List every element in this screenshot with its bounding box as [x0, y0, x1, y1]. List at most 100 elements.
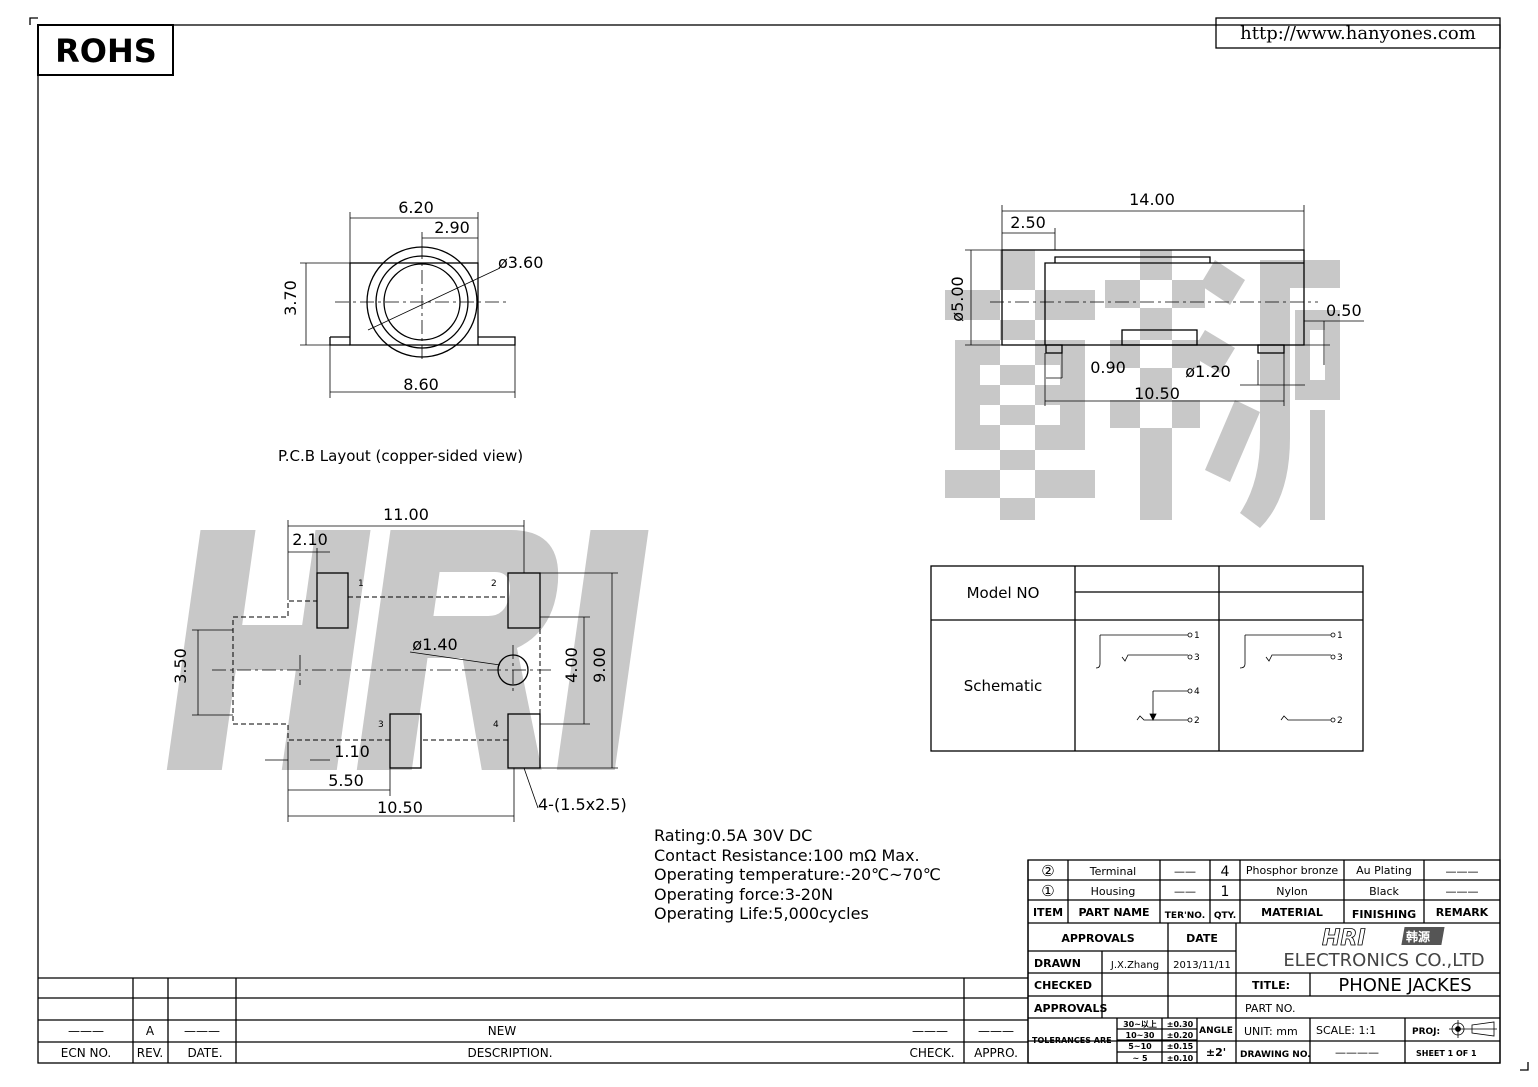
bom-header-item: ITEM [1033, 906, 1063, 919]
corner-mark [29, 17, 38, 25]
drawing-no: ———— [1335, 1046, 1379, 1059]
bom-material: Phosphor bronze [1246, 864, 1339, 877]
drawn-label: DRAWN [1034, 957, 1081, 970]
front-view: 6.20 2.90 ø3.60 3.70 8.60 [281, 198, 543, 398]
tol-value: ±0.10 [1167, 1054, 1194, 1063]
url-box [1215, 17, 1501, 49]
angle-label: ANGLE [1199, 1026, 1233, 1036]
bom-header-remark: REMARK [1436, 906, 1489, 919]
rohs-box [37, 24, 174, 76]
pcb-layout-title: P.C.B Layout (copper-sided view) [278, 447, 523, 465]
dim-label: 4-(1.5x2.5) [538, 795, 627, 814]
company-name: ELECTRONICS CO.,LTD [1283, 950, 1484, 971]
drawn-date: 2013/11/11 [1173, 960, 1231, 971]
bom-finishing: Black [1369, 885, 1399, 898]
revision-block: ——— A ——— NEW ——— ——— ECN NO. REV. DATE.… [38, 860, 1029, 1063]
tol-range: 30~以上 [1123, 1019, 1157, 1029]
pad-1 [316, 572, 349, 629]
bom-ter-no: —— [1174, 885, 1196, 898]
drawn-by: J.X.Zhang [1110, 960, 1159, 971]
dim-label: 8.60 [403, 375, 439, 394]
dim-label: 5.50 [328, 771, 364, 790]
dim-label: 3.70 [281, 280, 300, 316]
drawing-title: PHONE JACKES [1338, 975, 1471, 996]
approvals-header: APPROVALS [1061, 932, 1134, 945]
approvals-label: APPROVALS [1034, 1002, 1107, 1015]
rev-ecn: ——— [68, 1024, 104, 1038]
dim-label: 14.00 [1129, 190, 1175, 209]
tolerances-label: TOLERANCES ARE [1032, 1036, 1112, 1045]
scale: SCALE: 1:1 [1316, 1024, 1376, 1037]
pin-label: 1 [1337, 631, 1343, 641]
bom-item: ① [1041, 882, 1054, 900]
title-block: ② Terminal —— 4 Phosphor bronze Au Plati… [1027, 859, 1501, 1064]
dim-label: 9.00 [590, 647, 609, 683]
dim-label: ø5.00 [948, 276, 967, 321]
header-description: DESCRIPTION. [467, 1046, 552, 1060]
bom-header-ter-no: TER'NO. [1165, 911, 1205, 921]
projection-icon [1449, 1020, 1497, 1038]
pin-label: 2 [1194, 716, 1200, 726]
date-header: DATE [1186, 932, 1218, 945]
bom-ter-no: —— [1174, 865, 1196, 878]
bom-qty: 4 [1221, 864, 1230, 880]
bom-item: ② [1041, 862, 1054, 880]
bom-remark: ——— [1446, 885, 1479, 898]
schematic-b [1239, 632, 1336, 723]
watermark-brand [166, 530, 649, 770]
tol-value: ±0.30 [1167, 1020, 1194, 1029]
tol-value: ±0.15 [1167, 1042, 1194, 1051]
model-table: Model NO Schematic 1 3 4 2 1 3 2 [930, 565, 1364, 752]
pcb-layout: 11.00 2.10 ø1.40 3.50 4.00 9.00 1.10 5.5… [171, 505, 627, 822]
tol-range: 5~10 [1128, 1042, 1152, 1051]
schematic-a [1095, 632, 1193, 723]
dim-label: 0.50 [1326, 301, 1362, 320]
dim-label: 0.90 [1090, 358, 1126, 377]
company-logo: HRI 韩源 [1322, 926, 1445, 951]
bom-header-qty: QTY. [1214, 911, 1236, 921]
rev-description: NEW [488, 1024, 517, 1038]
website-url[interactable]: http://www.hanyones.com [1240, 23, 1476, 44]
header-ecn: ECN NO. [61, 1046, 112, 1060]
drawing-border [37, 24, 1501, 1064]
bom-header-material: MATERIAL [1261, 906, 1323, 919]
angle-value: ±2' [1206, 1046, 1226, 1059]
rev-check: ——— [912, 1024, 948, 1038]
rev-letter: A [146, 1024, 155, 1038]
rev-appro: ——— [978, 1024, 1014, 1038]
drawing-no-label: DRAWING NO. [1240, 1050, 1311, 1060]
pad-3 [389, 713, 422, 769]
spec-line: Operating temperature:-20℃~70℃ [654, 865, 941, 884]
dim-label: 3.50 [171, 648, 190, 684]
title-label: TITLE: [1252, 979, 1290, 992]
dim-label: 2.90 [434, 218, 470, 237]
dim-label: 2.50 [1010, 213, 1046, 232]
bom-finishing: Au Plating [1356, 864, 1412, 877]
pin-label: 1 [1194, 631, 1200, 641]
tol-range: ~ 5 [1132, 1054, 1147, 1063]
bom-part-name: Housing [1091, 885, 1136, 898]
pad-label: 2 [491, 579, 497, 589]
sheet: SHEET 1 OF 1 [1416, 1049, 1477, 1058]
rohs-label: ROHS [55, 32, 157, 70]
model-no-label: Model NO [967, 584, 1040, 602]
spec-line: Operating Life:5,000cycles [654, 904, 869, 923]
schematic-label: Schematic [964, 677, 1043, 695]
side-view: 14.00 2.50 ø5.00 0.50 0.90 ø1.20 10.50 [948, 190, 1364, 406]
bom-remark: ——— [1446, 865, 1479, 878]
dim-label: 4.00 [562, 647, 581, 683]
pad-label: 4 [493, 720, 499, 730]
unit: UNIT: mm [1244, 1025, 1298, 1038]
header-appro: APPRO. [974, 1046, 1018, 1060]
pad-label: 3 [378, 720, 384, 730]
dim-label: 11.00 [383, 505, 429, 524]
dim-label: ø1.40 [412, 635, 457, 654]
bom-part-name: Terminal [1089, 865, 1137, 878]
dim-label: 1.10 [334, 742, 370, 761]
rev-date: ——— [184, 1024, 220, 1038]
projection-label: PROJ: [1412, 1027, 1440, 1037]
corner-mark [1520, 1062, 1529, 1071]
bom-material: Nylon [1276, 885, 1308, 898]
bom-qty: 1 [1221, 884, 1230, 900]
